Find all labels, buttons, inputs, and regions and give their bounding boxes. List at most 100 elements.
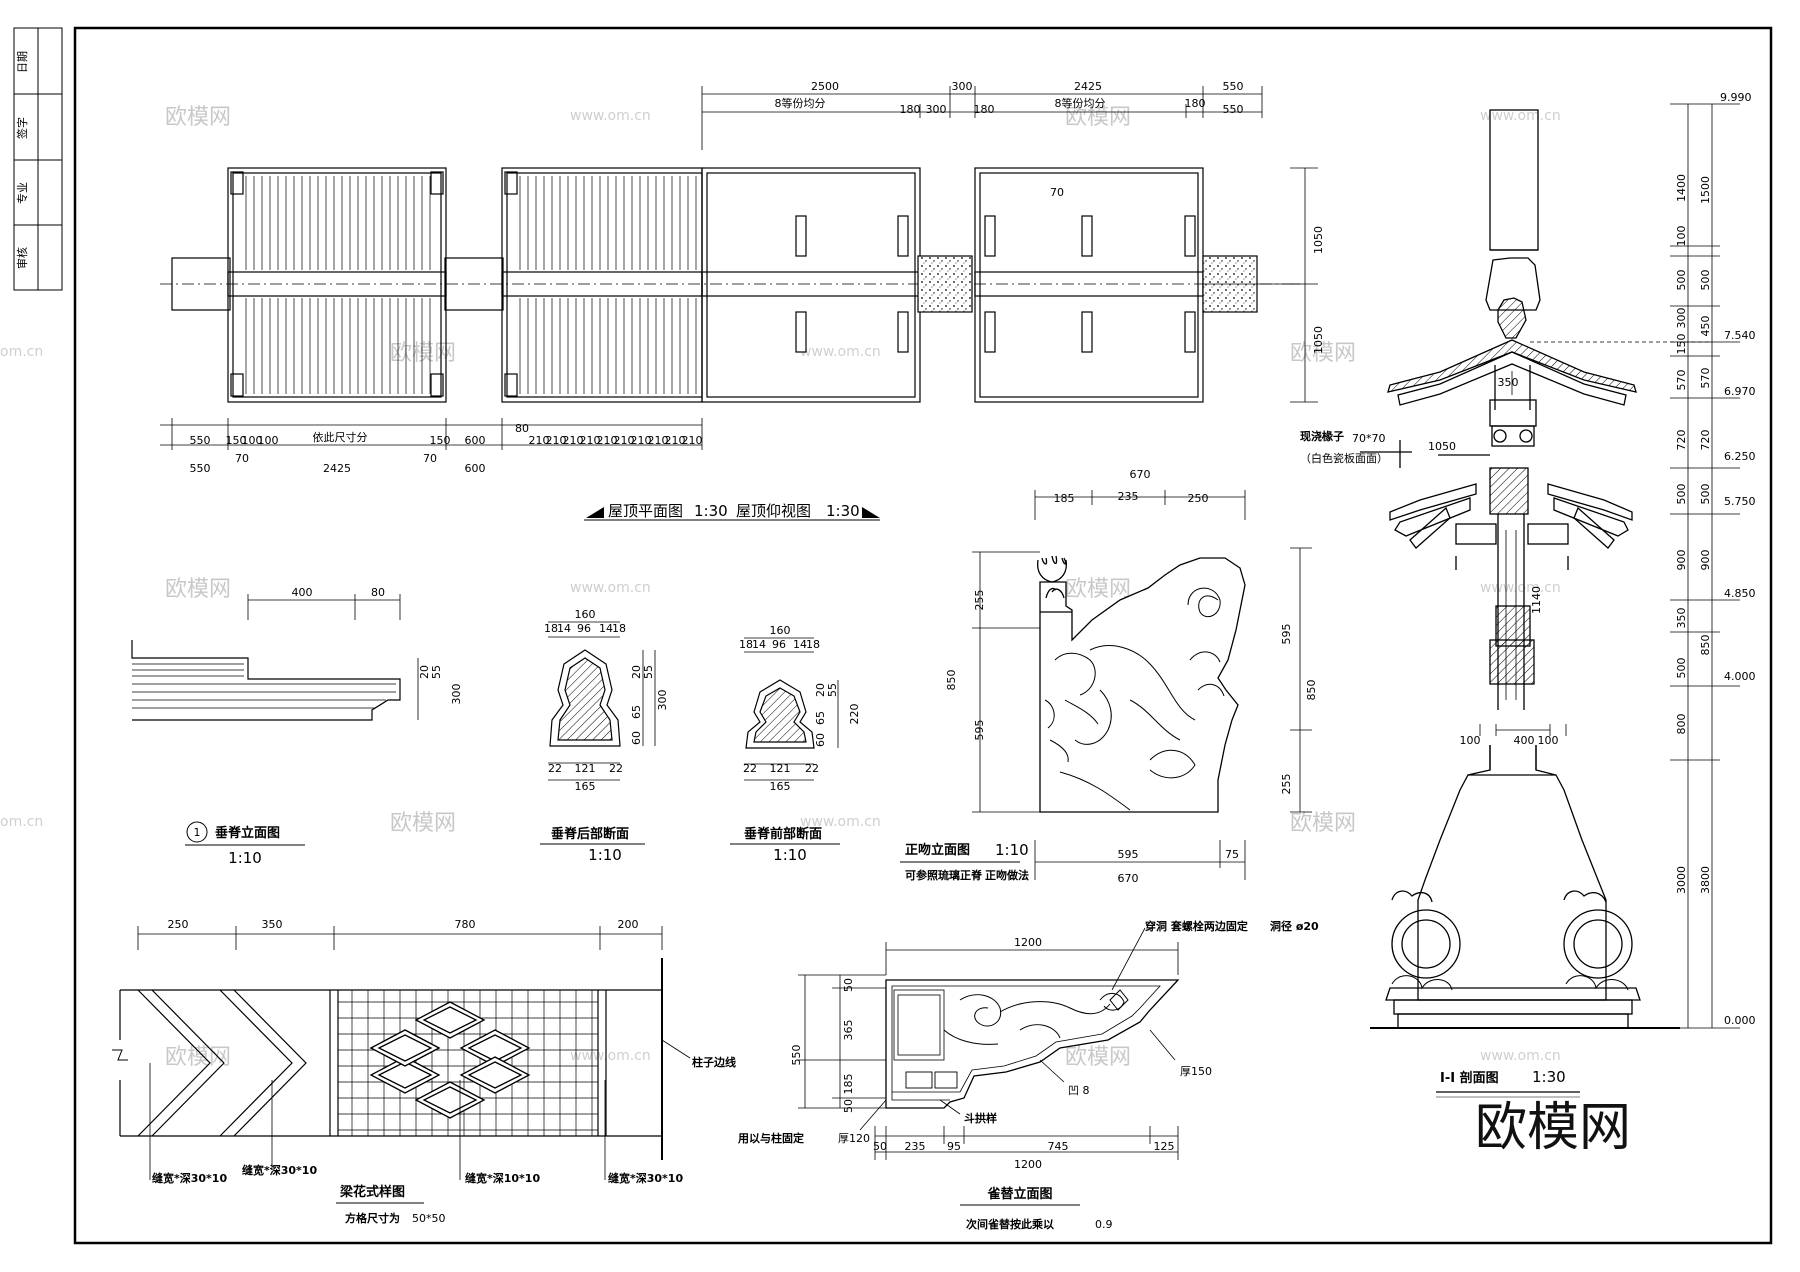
dim-text: 500 bbox=[1675, 270, 1688, 291]
dim-text: 96 bbox=[772, 638, 786, 651]
label-groove: 缝宽*深30*10 bbox=[242, 1163, 317, 1177]
dim-text: 300 bbox=[952, 80, 973, 93]
dim-text: 50 bbox=[842, 978, 855, 992]
dim-text: 1050 bbox=[1428, 440, 1456, 453]
dim-text: 800 bbox=[1675, 714, 1688, 735]
dim-text: 670 bbox=[1118, 872, 1139, 885]
caption-ridge-elevation: 垂脊立面图 bbox=[215, 825, 280, 841]
section-dimensions bbox=[1479, 103, 1740, 1029]
dim-text: 2425 bbox=[1074, 80, 1102, 93]
dim-text: 250 bbox=[168, 918, 189, 931]
dim-text: 65 bbox=[814, 711, 827, 725]
dim-text: 500 bbox=[1699, 270, 1712, 291]
beam-pattern-drawing bbox=[112, 958, 663, 1160]
scale-roof-plan: 1:30 bbox=[694, 502, 728, 520]
dim-text: 850 bbox=[945, 670, 958, 691]
dim-text: 180 bbox=[900, 103, 921, 116]
dim-text: 210 bbox=[597, 434, 618, 447]
label-rafter-note: （白色瓷板面面） bbox=[1300, 451, 1388, 465]
dim-text: 200 bbox=[618, 918, 639, 931]
level-mark: 5.750 bbox=[1724, 495, 1756, 508]
dim-text: 570 bbox=[1675, 370, 1688, 391]
dim-text: 55 bbox=[430, 665, 443, 679]
lattice-diamond bbox=[369, 1056, 441, 1094]
level-mark: 6.250 bbox=[1724, 450, 1756, 463]
sheet-frame bbox=[13, 26, 1773, 1245]
label-column-edge: 柱子边线 bbox=[692, 1055, 736, 1069]
dim-text: 1050 bbox=[1312, 226, 1325, 254]
watermark-url: www.om.cn bbox=[1480, 580, 1561, 596]
dim-text: 18 bbox=[739, 638, 753, 651]
watermark-text: 欧模网 bbox=[165, 105, 231, 130]
dim-text: 550 bbox=[190, 434, 211, 447]
label-bolt-hole: 穿洞 套螺栓两边固定 bbox=[1145, 919, 1248, 933]
label-rafter-size: 70*70 bbox=[1352, 432, 1386, 445]
watermark-url: www.om.cn bbox=[570, 108, 651, 124]
watermark-url: om.cn bbox=[0, 344, 43, 360]
dim-text: 900 bbox=[1675, 550, 1688, 571]
label-thickness-2: 厚120 bbox=[838, 1132, 870, 1145]
dim-text: 1140 bbox=[1530, 586, 1543, 614]
dim-text: 550 bbox=[190, 462, 211, 475]
dim-text: 依此尺寸分 bbox=[313, 430, 368, 444]
dim-text: 100 bbox=[1538, 734, 1559, 747]
dim-text: 500 bbox=[1699, 484, 1712, 505]
dim-text: 780 bbox=[455, 918, 476, 931]
dim-text: 100 bbox=[242, 434, 263, 447]
ridge-front-section bbox=[744, 637, 839, 781]
dim-text: 210 bbox=[546, 434, 567, 447]
watermark-text: 欧模网 bbox=[390, 341, 456, 366]
watermark-text: 欧模网 bbox=[1290, 811, 1356, 836]
dim-text: 400 bbox=[1514, 734, 1535, 747]
title-cell: 日期 bbox=[16, 51, 29, 73]
level-mark: 9.990 bbox=[1720, 91, 1752, 104]
caption-section: I-I 剖面图 bbox=[1440, 1070, 1499, 1086]
watermark-text: 欧模网 bbox=[390, 811, 456, 836]
scale-ridge-back: 1:10 bbox=[588, 846, 622, 864]
watermark-text: 欧模网 bbox=[1290, 341, 1356, 366]
dim-text: 150 bbox=[430, 434, 451, 447]
note-ridge-beast-2: 正吻做法 bbox=[985, 868, 1029, 882]
dim-text: 350 bbox=[1675, 608, 1688, 629]
title-cell: 签字 bbox=[15, 117, 29, 139]
dim-text: 50 bbox=[842, 1099, 855, 1113]
dim-text: 180 bbox=[974, 103, 995, 116]
lattice-diamond-inner bbox=[422, 1006, 478, 1034]
watermark-text: 欧模网 bbox=[165, 1045, 231, 1070]
dim-text: 600 bbox=[465, 434, 486, 447]
dim-text: 235 bbox=[1118, 490, 1139, 503]
dim-text: 14 bbox=[557, 622, 571, 635]
dim-text: 550 bbox=[1223, 103, 1244, 116]
ridge-back-section bbox=[548, 621, 656, 781]
note-ridge-beast-1: 可参照琉璃正脊 bbox=[905, 868, 983, 882]
dim-text: 160 bbox=[575, 608, 596, 621]
dim-text: 300 bbox=[656, 690, 669, 711]
dim-text: 60 bbox=[630, 731, 643, 745]
dim-text: 210 bbox=[648, 434, 669, 447]
caption-bracket: 雀替立面图 bbox=[986, 1186, 1052, 1202]
dim-text: 300 bbox=[450, 684, 463, 705]
lattice-diamond-inner bbox=[422, 1086, 478, 1114]
lattice-diamond-inner bbox=[377, 1061, 433, 1089]
label-fix: 用以与柱固定 bbox=[738, 1131, 804, 1145]
caption-roof-plan: 屋顶平面图 bbox=[608, 502, 683, 520]
scale-section: 1:30 bbox=[1532, 1068, 1566, 1086]
dim-text: 14 bbox=[752, 638, 766, 651]
dim-text: 100 bbox=[1675, 226, 1688, 247]
watermark-url: www.om.cn bbox=[800, 814, 881, 830]
scale-roof-ceiling: 1:30 bbox=[826, 502, 860, 520]
watermark-url: www.om.cn bbox=[800, 344, 881, 360]
ridge-back-text: 160 18 14 96 14 18 20 55 300 65 60 22 12… bbox=[540, 608, 669, 864]
dim-text: 900 bbox=[1699, 550, 1712, 571]
roof-plan bbox=[160, 167, 1300, 403]
dim-text: 255 bbox=[973, 590, 986, 611]
dim-text: 1400 bbox=[1675, 174, 1688, 202]
dim-text: 595 bbox=[1280, 624, 1293, 645]
dim-text: 22 bbox=[609, 762, 623, 775]
title-block: 日期 签字 专业 审核 bbox=[15, 51, 29, 269]
dim-text: 18 bbox=[544, 622, 558, 635]
note-grid-size: 方格尺寸为 bbox=[345, 1211, 400, 1225]
dim-text: 50 bbox=[873, 1140, 887, 1153]
dim-text: 720 bbox=[1675, 430, 1688, 451]
